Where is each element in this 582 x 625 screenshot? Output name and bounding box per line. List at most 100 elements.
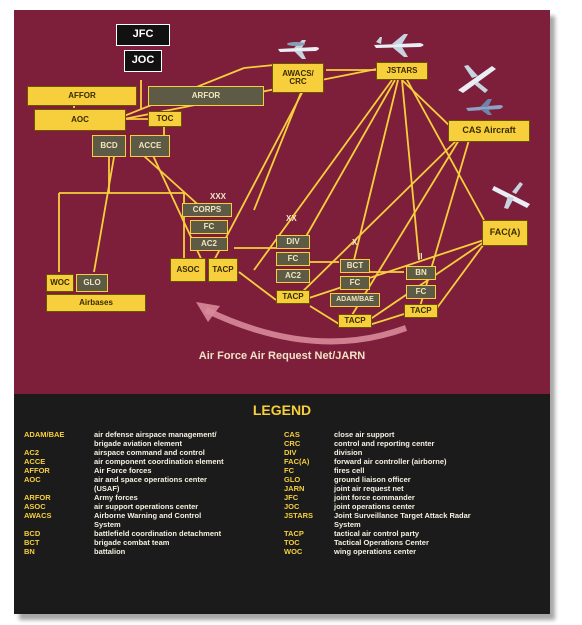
legend-abbreviation: AFFOR: [24, 466, 50, 475]
legend-entry: System: [24, 520, 224, 529]
net-label: Air Force Air Request Net/JARN: [198, 350, 366, 362]
legend-entry: CAS close air support: [284, 430, 471, 439]
node-aoc: AOC: [34, 109, 126, 131]
legend-abbreviation: BN: [24, 547, 35, 556]
node-cas-aircraft: CAS Aircraft: [448, 120, 530, 142]
node-jfc: JFC: [116, 24, 170, 46]
legend-entry: JSTARS Joint Surveillance Target Attack R…: [284, 511, 471, 520]
legend-definition: (USAF): [94, 484, 120, 493]
node-jstars: JSTARS: [376, 62, 428, 80]
legend-abbreviation: JOC: [284, 502, 300, 511]
legend-entry: ACCE air component coordination element: [24, 457, 224, 466]
legend-entry: JFC joint force commander: [284, 493, 471, 502]
line-faca-div-tacp: [308, 239, 485, 299]
legend-definition: wing operations center: [334, 547, 417, 556]
legend-abbreviation: FC: [284, 466, 294, 475]
legend-definition: joint operations center: [334, 502, 415, 511]
legend-abbreviation: DIV: [284, 448, 297, 457]
legend-abbreviation: WOC: [284, 547, 303, 556]
legend-definition: air component coordination element: [94, 457, 224, 466]
line-awacs-corps: [253, 89, 303, 211]
legend-abbreviation: JFC: [284, 493, 299, 502]
node-adambae: ADAM/BAE: [330, 293, 380, 307]
node-corps-ac2: AC2: [190, 237, 228, 251]
legend-abbreviation: GLO: [284, 475, 301, 484]
legend-abbreviation: TACP: [284, 529, 304, 538]
legend-entry: TACP tactical air control party: [284, 529, 471, 538]
figure-frame: JFC JOC AFFOR ARFOR AOC TOC BCD ACCE AWA…: [14, 10, 550, 614]
legend-entry: DIV division: [284, 448, 471, 457]
legend-definition: ground liaison officer: [334, 475, 411, 484]
node-div-fc: FC: [276, 252, 310, 266]
legend-definition: tactical air control party: [334, 529, 420, 538]
legend-entry: ASOC air support operations center: [24, 502, 224, 511]
node-bct-tacp: TACP: [338, 314, 372, 328]
node-div-tacp: TACP: [276, 290, 310, 304]
legend-definition: Air Force forces: [94, 466, 152, 475]
legend-definition: air support operations center: [94, 502, 199, 511]
legend-abbreviation: [24, 484, 94, 493]
legend-abbreviation: ARFOR: [24, 493, 51, 502]
legend-definition: Army forces: [94, 493, 138, 502]
legend-entry: GLO ground liaison officer: [284, 475, 471, 484]
legend-abbreviation: JSTARS: [284, 511, 314, 520]
line-bcd-corps: [133, 146, 205, 211]
line-asoc-div-tacp: [238, 271, 277, 301]
node-div: DIV: [276, 235, 310, 249]
legend-abbreviation: CRC: [284, 439, 301, 448]
line-jstars-bct: [353, 79, 399, 261]
legend-definition: fires cell: [334, 466, 365, 475]
legend-definition: brigade aviation element: [94, 439, 182, 448]
legend-entry: JARN joint air request net: [284, 484, 471, 493]
legend-abbreviation: ACCE: [24, 457, 46, 466]
legend-entry: AFFOR Air Force forces: [24, 466, 224, 475]
line-jstars-bn: [401, 79, 420, 261]
line-jstars-faca: [405, 77, 485, 221]
node-bn-fc: FC: [406, 285, 436, 299]
legend-definition: System: [334, 520, 361, 529]
line-bcttacp-bntacp: [365, 313, 405, 327]
node-asoc: ASOC: [170, 258, 206, 282]
node-affor: AFFOR: [27, 86, 137, 106]
legend-abbreviation: JARN: [284, 484, 305, 493]
legend-definition: joint force commander: [334, 493, 415, 502]
node-bn-tacp: TACP: [404, 304, 438, 318]
node-corps-fc: FC: [190, 220, 228, 234]
legend-abbreviation: [24, 439, 94, 448]
line-faca-bn-tacp: [433, 243, 485, 313]
legend-definition: System: [94, 520, 121, 529]
echelon-corps: XXX: [210, 192, 227, 201]
echelon-bct: X: [352, 238, 358, 247]
legend-abbreviation: BCD: [24, 529, 41, 538]
legend-definition: close air support: [334, 430, 395, 439]
legend-definition: division: [334, 448, 363, 457]
legend-entry: BCD battlefield coordination detachment: [24, 529, 224, 538]
echelon-bn: II: [418, 252, 423, 261]
legend-abbreviation: ADAM/BAE: [24, 430, 65, 439]
legend-definition: brigade combat team: [94, 538, 170, 547]
legend-definition: airspace command and control: [94, 448, 205, 457]
legend-definition: battlefield coordination detachment: [94, 529, 222, 538]
legend-abbreviation: CAS: [284, 430, 300, 439]
node-glo: GLO: [76, 274, 108, 292]
aircraft-icon: [466, 99, 503, 115]
line-divtacp-bcttacp: [309, 305, 340, 325]
line-bcd-glo: [93, 156, 115, 273]
node-acce: ACCE: [130, 135, 170, 157]
line-jstars-cas: [401, 79, 455, 131]
legend-definition: Joint Surveillance Target Attack Radar: [334, 511, 471, 520]
legend-abbreviation: AOC: [24, 475, 41, 484]
legend-entry: System: [284, 520, 471, 529]
node-faca: FAC(A): [482, 220, 528, 246]
legend-abbreviation: [284, 520, 334, 529]
legend-entry: FC fires cell: [284, 466, 471, 475]
legend-definition: joint air request net: [334, 484, 404, 493]
legend-abbreviation: AWACS: [24, 511, 52, 520]
legend-abbreviation: AC2: [24, 448, 40, 457]
legend-abbreviation: ASOC: [24, 502, 46, 511]
